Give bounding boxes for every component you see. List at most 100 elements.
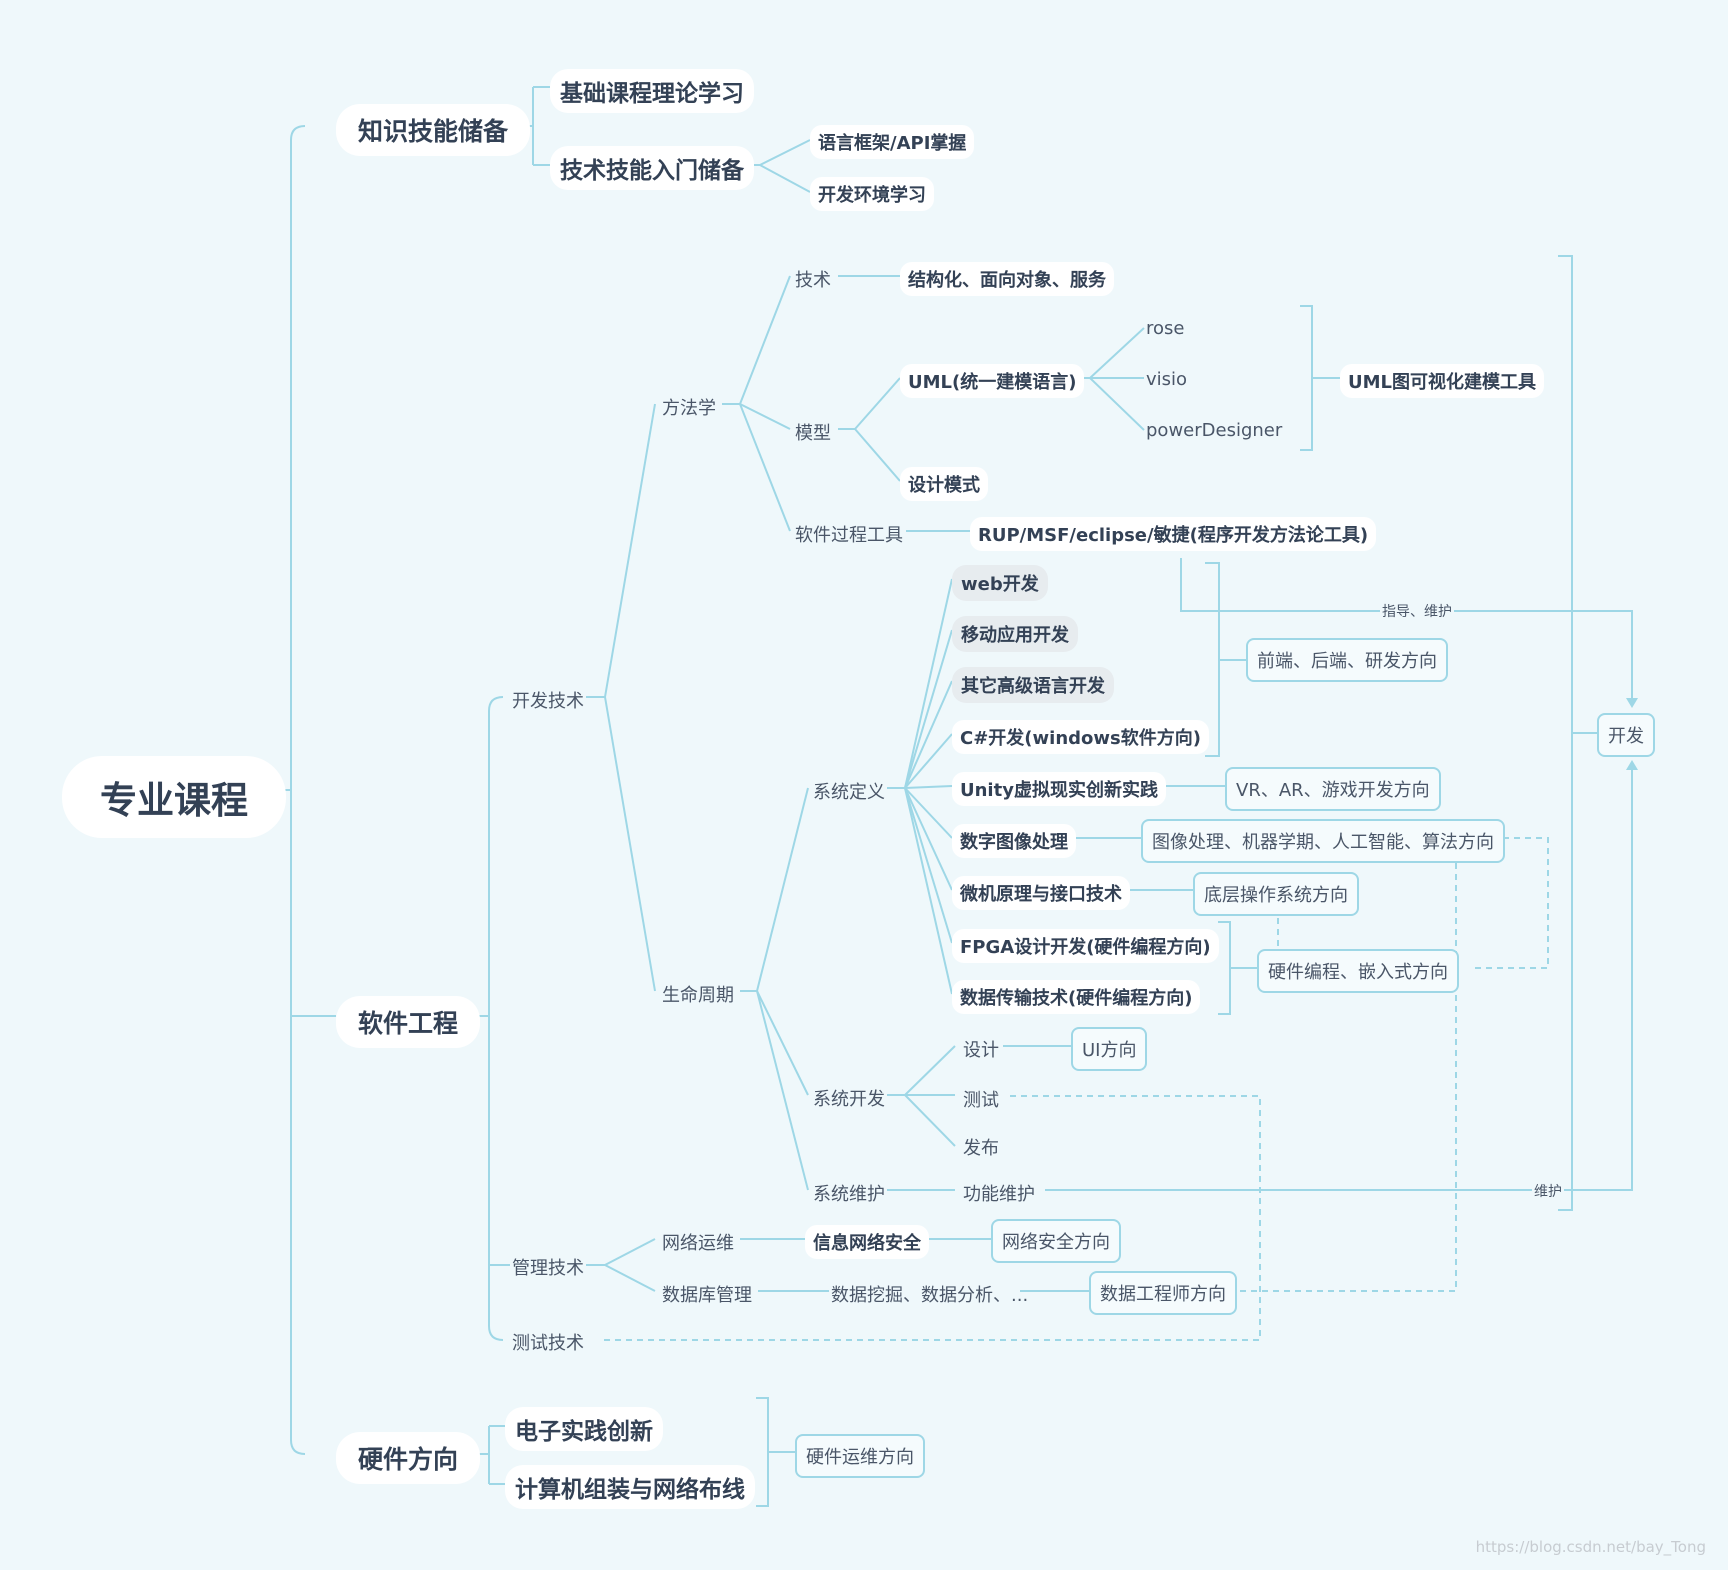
sysdef-fan: [904, 785, 953, 789]
node-release[interactable]: 发布: [963, 1138, 999, 1159]
branch-hardware-label: 硬件方向: [358, 1445, 459, 1474]
node-infosec[interactable]: 信息网络安全: [805, 1225, 929, 1259]
node-mgmt-tech[interactable]: 管理技术: [512, 1258, 584, 1279]
arrow-head: [1626, 760, 1638, 770]
box-develop[interactable]: 开发: [1597, 713, 1655, 757]
arrow-head: [1626, 698, 1638, 708]
node-image-proc[interactable]: 数字图像处理: [952, 824, 1076, 858]
maint-line: [1045, 770, 1633, 1191]
sysdef-fan: [904, 787, 953, 995]
box-ui-dir[interactable]: UI方向: [1071, 1027, 1148, 1071]
node-data-trans[interactable]: 数据传输技术(硬件编程方向): [952, 980, 1201, 1014]
tag-maintain: 维护: [1532, 1181, 1564, 1201]
sysdev-fan: [904, 1094, 956, 1147]
node-lifecycle[interactable]: 生命周期: [662, 985, 734, 1006]
box-hw-ops-dir[interactable]: 硬件运维方向: [795, 1434, 925, 1478]
node-db-item[interactable]: 数据挖掘、数据分析、...: [831, 1285, 1029, 1306]
sysdef-fan: [904, 733, 953, 789]
box-vr-dir[interactable]: VR、AR、游戏开发方向: [1225, 767, 1441, 811]
node-visio[interactable]: visio: [1146, 369, 1188, 390]
branch-knowledge-label: 知识技能储备: [358, 117, 509, 146]
node-uml[interactable]: UML(统一建模语言): [900, 364, 1085, 398]
lifecycle-fan: [756, 990, 809, 1191]
node-methodology[interactable]: 方法学: [662, 398, 716, 419]
node-electronics[interactable]: 电子实践创新: [505, 1407, 663, 1451]
node-sysdef[interactable]: 系统定义: [813, 782, 885, 803]
node-other-lang[interactable]: 其它高级语言开发: [952, 667, 1114, 703]
software-trunk: [488, 696, 504, 1341]
sysdef-fan: [904, 629, 953, 789]
node-tech[interactable]: 技术: [795, 270, 831, 291]
node-fpga[interactable]: FPGA设计开发(硬件编程方向): [952, 929, 1219, 963]
test-dash: [600, 1095, 1261, 1341]
node-design-pattern[interactable]: 设计模式: [900, 467, 988, 501]
node-uml-tools[interactable]: UML图可视化建模工具: [1340, 364, 1544, 398]
model-fan: [854, 428, 901, 482]
node-tech-item[interactable]: 结构化、面向对象、服务: [900, 262, 1114, 296]
sysdef-fan: [904, 787, 953, 839]
node-process-tool-item[interactable]: RUP/MSF/eclipse/敏捷(程序开发方法论工具): [970, 517, 1377, 551]
devtech-fan: [604, 403, 656, 698]
uml-fan: [1089, 377, 1145, 431]
branch-software-label: 软件工程: [358, 1009, 459, 1038]
hw-ops-bracket: [756, 1397, 769, 1507]
branch-knowledge[interactable]: 知识技能储备: [336, 104, 531, 156]
branch-hardware[interactable]: 硬件方向: [336, 1432, 481, 1484]
data-eng-dash: [1240, 860, 1457, 1292]
node-model[interactable]: 模型: [795, 423, 831, 444]
root-node[interactable]: 专业课程: [62, 756, 286, 838]
entry-fan: [759, 164, 811, 193]
node-frameworks[interactable]: 语言框架/API掌握: [810, 125, 975, 159]
node-process-tool[interactable]: 软件过程工具: [795, 525, 903, 546]
lifecycle-fan: [756, 787, 809, 992]
box-os-dir[interactable]: 底层操作系统方向: [1193, 872, 1359, 916]
box-data-eng-dir[interactable]: 数据工程师方向: [1089, 1271, 1237, 1315]
node-csharp[interactable]: C#开发(windows软件方向): [952, 720, 1209, 754]
root-label: 专业课程: [100, 779, 248, 822]
mgmt-fan: [604, 1264, 656, 1292]
node-sysmaint[interactable]: 系统维护: [813, 1184, 885, 1205]
node-sysdev[interactable]: 系统开发: [813, 1089, 885, 1110]
sysdef-fan: [904, 787, 953, 891]
method-fan: [739, 403, 791, 430]
node-basic-courses[interactable]: 基础课程理论学习: [550, 69, 754, 113]
box-netsec-dir[interactable]: 网络安全方向: [991, 1219, 1121, 1263]
box-embedded-dir[interactable]: 硬件编程、嵌入式方向: [1257, 949, 1459, 993]
node-mobile-dev[interactable]: 移动应用开发: [952, 616, 1078, 652]
node-powerdesigner[interactable]: powerDesigner: [1146, 420, 1283, 441]
mgmt-fan: [604, 1238, 656, 1266]
root-trunk: [290, 125, 306, 1455]
node-func-maint[interactable]: 功能维护: [963, 1184, 1035, 1205]
node-microcomputer[interactable]: 微机原理与接口技术: [952, 876, 1130, 910]
node-entry-skills[interactable]: 技术技能入门储备: [550, 146, 754, 190]
sysdef-fan: [904, 787, 953, 944]
node-test-tech[interactable]: 测试技术: [512, 1333, 584, 1354]
devtech-fan: [604, 696, 656, 992]
lifecycle-fan: [756, 990, 809, 1096]
node-db-mgmt[interactable]: 数据库管理: [662, 1285, 752, 1306]
node-assembly[interactable]: 计算机组装与网络布线: [505, 1465, 755, 1509]
embedded-bracket: [1218, 921, 1231, 1015]
box-frontend-dir[interactable]: 前端、后端、研发方向: [1246, 638, 1448, 682]
node-test[interactable]: 测试: [963, 1090, 999, 1111]
node-web-dev[interactable]: web开发: [952, 565, 1048, 601]
sysdef-fan: [904, 578, 953, 789]
box-image-dir[interactable]: 图像处理、机器学期、人工智能、算法方向: [1141, 819, 1505, 863]
branch-software[interactable]: 软件工程: [336, 996, 481, 1048]
sysdef-fan: [904, 680, 953, 789]
watermark: https://blog.csdn.net/bay_Tong: [1475, 1538, 1706, 1556]
node-unity[interactable]: Unity虚拟现实创新实践: [952, 772, 1166, 806]
node-netops[interactable]: 网络运维: [662, 1233, 734, 1254]
node-dev-tech[interactable]: 开发技术: [512, 691, 584, 712]
node-rose[interactable]: rose: [1146, 318, 1185, 339]
entry-fan: [759, 139, 811, 166]
node-dev-env[interactable]: 开发环境学习: [810, 177, 934, 211]
model-fan: [854, 377, 901, 430]
method-fan: [739, 275, 791, 405]
node-design[interactable]: 设计: [963, 1040, 999, 1061]
develop-bracket: [1558, 255, 1573, 1211]
uml-fan: [1089, 327, 1145, 379]
method-fan: [739, 403, 791, 532]
uml-tools-bracket: [1300, 305, 1313, 451]
